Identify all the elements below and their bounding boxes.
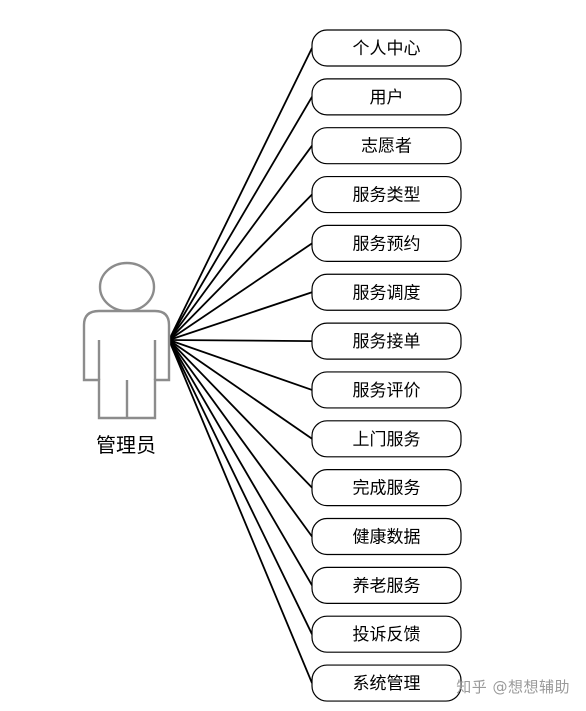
use-case-box <box>311 517 462 556</box>
use-case: 健康数据 <box>311 517 462 556</box>
use-case: 个人中心 <box>311 29 462 67</box>
actor-body <box>82 309 171 420</box>
use-case: 服务预约 <box>311 224 462 262</box>
association-line <box>168 339 313 586</box>
use-case-box <box>311 273 462 311</box>
use-case-box <box>311 420 462 458</box>
use-case-label: 健康数据 <box>353 528 421 548</box>
use-case: 服务类型 <box>311 175 462 214</box>
use-case-box <box>311 371 462 409</box>
use-case: 用户 <box>311 78 462 116</box>
association-line <box>168 242 313 341</box>
association-line <box>168 291 313 341</box>
actor-label: 管理员 <box>96 433 156 457</box>
use-case-label: 养老服务 <box>353 576 421 596</box>
use-case: 养老服务 <box>311 566 462 604</box>
use-case: 志愿者 <box>311 127 462 165</box>
use-case-label: 用户 <box>370 88 404 108</box>
use-case-box <box>311 664 462 702</box>
association-line <box>168 47 313 341</box>
watermark: 知乎 @想想辅助 <box>456 678 570 696</box>
use-case-box <box>311 78 462 116</box>
use-case-label: 上门服务 <box>353 430 421 450</box>
use-case-label: 投诉反馈 <box>353 625 421 645</box>
association-line <box>168 339 313 684</box>
use-case: 服务评价 <box>311 371 462 409</box>
use-case-label: 服务预约 <box>353 234 421 254</box>
use-case-label: 系统管理 <box>353 674 421 694</box>
association-line <box>168 96 313 341</box>
use-case-label: 志愿者 <box>361 137 412 157</box>
use-case-label: 服务调度 <box>353 283 421 303</box>
use-case-box <box>311 322 462 360</box>
use-case-label: 服务类型 <box>353 186 421 206</box>
use-case-label: 服务接单 <box>353 332 421 352</box>
association-line <box>168 339 313 538</box>
association-lines <box>168 47 313 684</box>
use-case-label: 个人中心 <box>353 39 421 59</box>
association-line <box>168 339 313 391</box>
use-case-box <box>311 29 462 67</box>
association-line <box>168 339 313 342</box>
use-case: 投诉反馈 <box>311 615 462 653</box>
association-line <box>168 193 313 341</box>
association-line <box>168 145 313 341</box>
association-line <box>168 339 313 489</box>
use-case-box <box>311 615 462 653</box>
use-case: 服务调度 <box>311 273 462 311</box>
use-case-label: 服务评价 <box>353 381 421 401</box>
actor-head <box>98 261 156 313</box>
use-case: 系统管理 <box>311 664 462 702</box>
use-case-box <box>311 469 462 507</box>
use-case: 上门服务 <box>311 420 462 458</box>
use-case-box <box>311 566 462 604</box>
use-case: 完成服务 <box>311 469 462 507</box>
association-line <box>168 339 313 440</box>
actor-figure <box>82 261 171 420</box>
use-case-box <box>311 127 462 165</box>
association-line <box>168 339 313 635</box>
use-case-box <box>311 224 462 262</box>
use-case-box <box>311 175 462 214</box>
use-case-label: 完成服务 <box>353 479 421 499</box>
use-case-list: 个人中心用户志愿者服务类型服务预约服务调度服务接单服务评价上门服务完成服务健康数… <box>311 29 462 702</box>
use-case: 服务接单 <box>311 322 462 360</box>
